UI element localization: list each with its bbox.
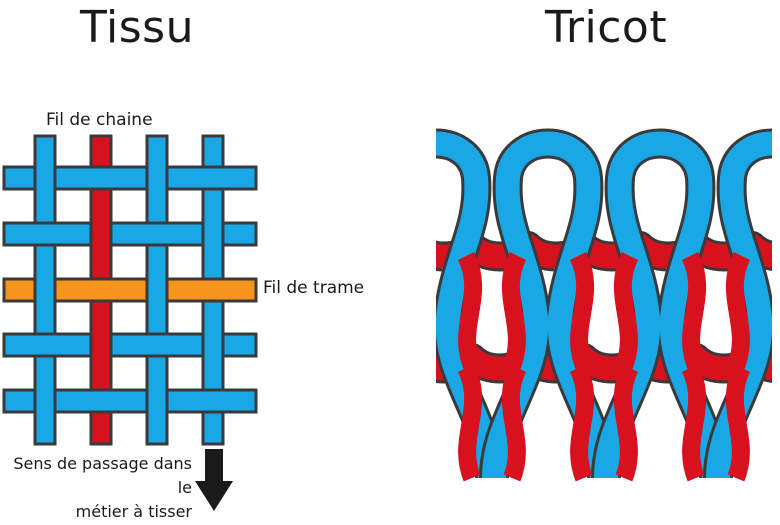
knit-red-leg	[457, 251, 483, 370]
knit-blue-loop	[594, 131, 726, 479]
warp-over-crossing	[147, 385, 167, 417]
knit-blue-loop	[706, 131, 772, 479]
knit-red-row-yarn	[436, 234, 772, 269]
knit-red-leg	[569, 363, 595, 482]
warp-over-crossing	[35, 274, 55, 306]
weft-thread	[2, 332, 258, 358]
warp-over-crossing	[203, 218, 223, 250]
weft-thread-label: Fil de trame	[263, 278, 365, 298]
arrow-down-icon	[195, 449, 233, 511]
knit-red-leg	[457, 363, 483, 482]
knit-red-leg	[501, 251, 527, 370]
weft-thread	[2, 165, 258, 191]
warp-over-crossing	[147, 274, 167, 306]
warp-over-crossing	[147, 162, 167, 194]
woven-fabric-diagram	[2, 134, 258, 446]
loom-direction-line-2: métier à tisser	[75, 502, 192, 521]
warp-over-crossing	[91, 218, 111, 250]
knit-red-leg	[681, 251, 707, 370]
weft-thread	[2, 388, 258, 414]
knit-title: Tricot	[545, 2, 668, 53]
knit-fabric-diagram	[436, 128, 772, 482]
knit-red-leg	[501, 363, 527, 482]
warp-over-crossing	[203, 329, 223, 361]
knit-red-leg	[613, 363, 639, 482]
direction-arrow-shape	[195, 449, 233, 511]
knit-blue-loop	[436, 131, 502, 479]
knit-red-leg	[725, 251, 751, 370]
knit-red-leg	[725, 363, 751, 482]
warp-over-crossing	[35, 385, 55, 417]
loom-direction-line-1: Sens de passage dans le	[13, 454, 192, 497]
weft-thread-highlight	[2, 277, 258, 303]
knit-blue-loop	[482, 131, 614, 479]
weft-thread	[2, 221, 258, 247]
knit-red-leg	[613, 251, 639, 370]
warp-thread-label: Fil de chaine	[46, 110, 153, 130]
warp-over-crossing	[35, 162, 55, 194]
knit-red-leg	[681, 363, 707, 482]
warp-over-crossing	[91, 329, 111, 361]
loom-direction-label: Sens de passage dans le métier à tisser	[2, 452, 192, 524]
knit-red-row-yarn	[436, 346, 772, 381]
knit-red-leg	[569, 251, 595, 370]
woven-title: Tissu	[80, 2, 194, 53]
